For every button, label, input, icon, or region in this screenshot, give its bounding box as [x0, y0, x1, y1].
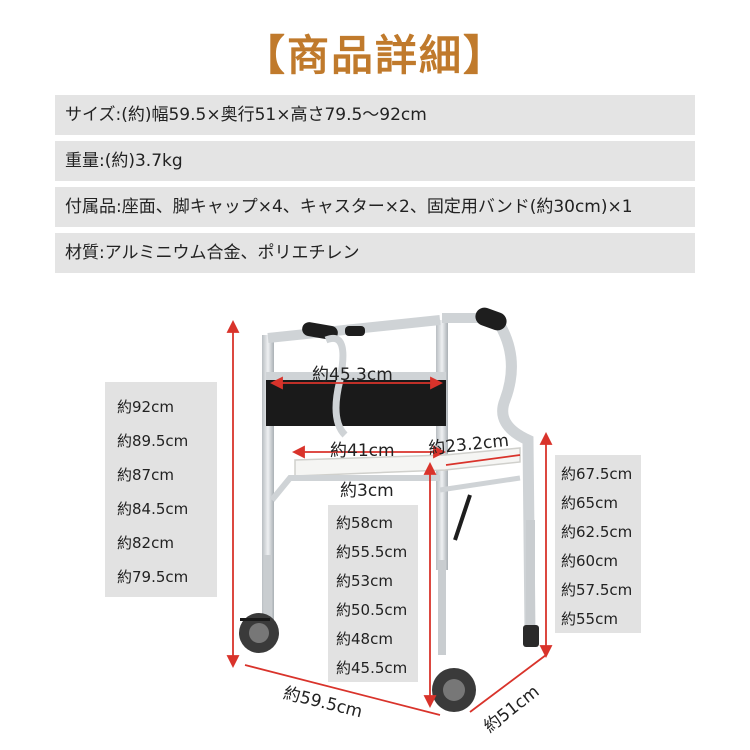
- spec-row-weight: 重量:(約)3.7kg: [55, 141, 695, 181]
- leg-height-value: 約57.5cm: [561, 581, 633, 599]
- overall-height-value: 約89.5cm: [117, 432, 189, 450]
- spec-row-material: 材質:アルミニウム合金、ポリエチレン: [55, 233, 695, 273]
- front-left-leg-extension: [438, 560, 446, 655]
- leg-height-value: 約67.5cm: [561, 465, 633, 483]
- arrow-head: [226, 319, 240, 333]
- back-left-leg-extension: [264, 555, 272, 625]
- depth-arrow: [469, 654, 547, 713]
- handle-bracket: [345, 326, 365, 336]
- seat-height-value: 約45.5cm: [336, 659, 408, 677]
- leg-height-value: 約55cm: [561, 610, 618, 628]
- arrow-head: [226, 655, 240, 669]
- back-wheel-hub: [249, 623, 269, 643]
- seat-height-panel: 約58cm 約55.5cm 約53cm 約50.5cm 約48cm 約45.5c…: [328, 505, 418, 682]
- leg-height-value: 約60cm: [561, 552, 618, 570]
- overall-height-value: 約79.5cm: [117, 568, 189, 586]
- crossbar-rail: [266, 372, 446, 380]
- arrow-head: [539, 645, 553, 659]
- seat-depth-arrow: [445, 454, 521, 466]
- seat-height-value: 約58cm: [336, 514, 393, 532]
- seat-thickness-label: 約3cm: [340, 481, 394, 501]
- right-handle-grip: [475, 307, 507, 331]
- arrow-head: [423, 461, 437, 475]
- overall-height-value: 約92cm: [117, 398, 174, 416]
- arrow-head: [430, 376, 444, 390]
- overall-height-value: 約84.5cm: [117, 500, 189, 518]
- width-arrow: [244, 664, 441, 716]
- front-wheel-hub: [443, 679, 465, 701]
- seat-width-label: 約41cm: [330, 441, 395, 461]
- leg-height-panel: 約67.5cm 約65cm 約62.5cm 約60cm 約57.5cm 約55c…: [555, 455, 641, 633]
- inner-width-label: 約45.3cm: [312, 365, 393, 385]
- strap: [453, 494, 472, 541]
- overall-height-value: 約82cm: [117, 534, 174, 552]
- spec-row-accessories: 付属品:座面、脚キャップ×4、キャスター×2、固定用バンド(約30cm)×1: [55, 187, 695, 227]
- seat-height-value: 約53cm: [336, 572, 393, 590]
- lower-brace: [439, 475, 521, 493]
- arrow-head: [539, 431, 553, 445]
- arrow-head: [433, 445, 447, 459]
- leg-height-value: 約62.5cm: [561, 523, 633, 541]
- overall-height-value: 約87cm: [117, 466, 174, 484]
- seat-height-value: 約50.5cm: [336, 601, 408, 619]
- right-leg-extension: [526, 520, 535, 630]
- crossbar-panel: [266, 378, 446, 426]
- page-title: 【商品詳細】: [242, 31, 507, 80]
- arrow-head: [291, 445, 305, 459]
- floor-mark: [240, 618, 270, 621]
- armrest-loop: [324, 335, 348, 438]
- title-area: 【商品詳細】: [0, 22, 750, 83]
- spec-row-size: サイズ:(約)幅59.5×奥行51×高さ79.5〜92cm: [55, 95, 695, 135]
- arrow-head: [423, 695, 437, 709]
- leg-height-value: 約65cm: [561, 494, 618, 512]
- right-side-frame: [495, 322, 536, 631]
- arrow-head: [269, 376, 283, 390]
- seat-height-value: 約48cm: [336, 630, 393, 648]
- leg-cap: [523, 625, 539, 647]
- lower-frame: [269, 475, 440, 502]
- seat-height-value: 約55.5cm: [336, 543, 408, 561]
- overall-height-panel: 約92cm 約89.5cm 約87cm 約84.5cm 約82cm 約79.5c…: [105, 382, 217, 597]
